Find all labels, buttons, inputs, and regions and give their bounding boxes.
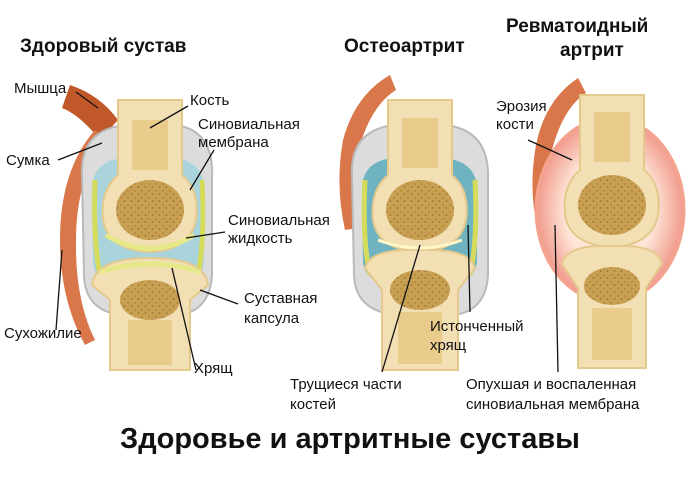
tendon-shape xyxy=(60,130,108,345)
cartilage xyxy=(104,232,196,251)
label-tendon: Сухожилие xyxy=(4,325,82,342)
label-cartilage: Хрящ xyxy=(194,360,233,377)
label-capsule-2: капсула xyxy=(244,310,300,327)
label-capsule-1: Суставная xyxy=(244,290,318,307)
diagram-caption: Здоровье и артритные суставы xyxy=(120,423,580,455)
label-synovial-fluid-1: Синовиальная xyxy=(228,212,330,229)
label-rubbing-bones-2: костей xyxy=(290,396,336,413)
rheumatoid-joint xyxy=(527,78,686,373)
osteoarthritis-title: Остеоартрит xyxy=(344,36,465,57)
osteoarthritis-joint xyxy=(339,75,490,373)
label-muscle: Мышца xyxy=(14,80,67,97)
lower-bone xyxy=(560,244,664,369)
label-rubbing-bones-1: Трущиеся части xyxy=(290,376,402,393)
muscle-shape xyxy=(62,85,118,140)
thinned-cartilage xyxy=(377,238,463,250)
label-bone: Кость xyxy=(190,92,230,109)
label-inflamed-membrane-1: Опухшая и воспаленная xyxy=(466,376,637,393)
rheumatoid-title-line2: артрит xyxy=(560,40,624,61)
label-synovial-fluid-2: жидкость xyxy=(228,230,293,247)
label-bursa: Сумка xyxy=(6,152,50,169)
healthy-joint xyxy=(55,85,239,371)
label-synovial-membrane-2: мембрана xyxy=(198,134,269,151)
label-inflamed-membrane-2: синовиальная мембрана xyxy=(466,396,640,413)
label-synovial-membrane-1: Синовиальная xyxy=(198,116,300,133)
label-thinned-cartilage-1: Истонченный xyxy=(430,318,524,335)
healthy-joint-title: Здоровый сустав xyxy=(20,36,187,57)
rheumatoid-title-line1: Ревматоидный xyxy=(506,16,649,37)
label-thinned-cartilage-2: хрящ xyxy=(430,337,467,354)
label-erosion-2: кости xyxy=(496,116,534,133)
label-erosion-1: Эрозия xyxy=(496,98,547,115)
synovial-membrane xyxy=(92,179,103,276)
